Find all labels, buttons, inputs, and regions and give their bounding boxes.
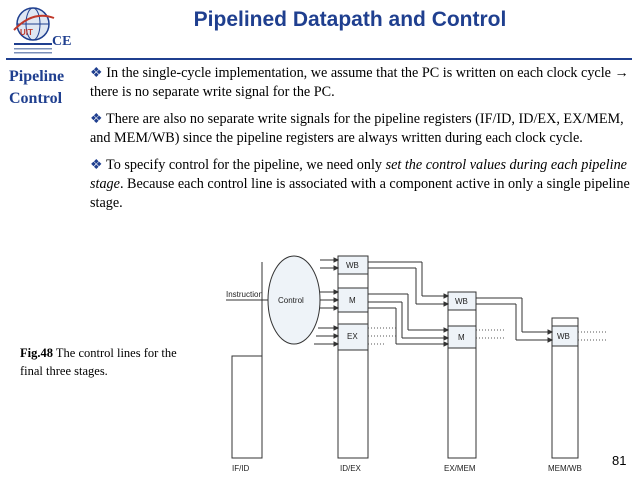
if-id-register: [231, 355, 263, 459]
id-ex-wb-label: WB: [346, 261, 359, 270]
control-label: Control: [278, 296, 304, 305]
figure-caption: Fig.48 The control lines for the final t…: [20, 344, 190, 380]
caption-text: The control lines for the final three st…: [20, 346, 177, 378]
bullet-item: ❖ In the single-cycle implementation, we…: [90, 64, 630, 102]
bullet-item: ❖ There are also no separate write signa…: [90, 110, 630, 148]
bullet-text-emphasis: set the control values during each pipel…: [90, 157, 627, 192]
globe-icon: [13, 7, 55, 54]
caption-label: Fig.48: [20, 346, 53, 360]
diamond-bullet-icon: ❖: [90, 111, 103, 127]
id-ex-wb-box: [337, 255, 369, 275]
mem-wb-wb-box: [551, 325, 579, 347]
id-ex-register: [337, 255, 369, 459]
id-ex-label: ID/EX: [340, 464, 362, 473]
page-number: 81: [612, 453, 627, 468]
id-ex-m-box: [337, 287, 369, 313]
uit-logo: UIT: [6, 4, 76, 60]
bullet-item: ❖ To specify control for the pipeline, w…: [90, 156, 630, 213]
ex-mem-register: [447, 291, 477, 459]
section-label: Pipeline Control: [9, 66, 64, 110]
ex-mem-m-label: M: [458, 333, 465, 342]
id-ex-m-label: M: [349, 296, 356, 305]
mem-wb-wb-label: WB: [557, 332, 570, 341]
section-label-line1: Pipeline: [9, 68, 65, 85]
ex-mem-m-box: [447, 325, 477, 349]
id-ex-ex-label: EX: [347, 332, 358, 341]
section-label-line2: Control: [9, 90, 63, 107]
logo-ce: CE: [52, 34, 72, 49]
ex-mem-wb-label: WB: [455, 297, 468, 306]
if-id-label: IF/ID: [232, 464, 250, 473]
diamond-bullet-icon: ❖: [90, 65, 103, 81]
title-divider: [6, 58, 632, 60]
ex-mem-wb-box: [447, 291, 477, 311]
diamond-bullet-icon: ❖: [90, 157, 103, 173]
bullet-text: In the single-cycle implementation, we a…: [90, 65, 629, 100]
id-ex-ex-box: [337, 323, 369, 351]
bullet-text-start: To specify control for the pipeline, we …: [106, 157, 386, 173]
bullet-text: There are also no separate write signals…: [90, 111, 624, 146]
page-title: Pipelined Datapath and Control: [193, 8, 507, 31]
control-lines-diagram: Control Instruction WB M: [226, 255, 606, 473]
bullet-list: ❖ In the single-cycle implementation, we…: [90, 64, 630, 221]
mem-wb-label: MEM/WB: [548, 464, 582, 473]
bullet-text-end: . Because each control line is associate…: [90, 176, 630, 211]
ex-mem-label: EX/MEM: [444, 464, 476, 473]
instruction-label: Instruction: [226, 290, 263, 299]
logo-text: UIT: [20, 28, 33, 37]
